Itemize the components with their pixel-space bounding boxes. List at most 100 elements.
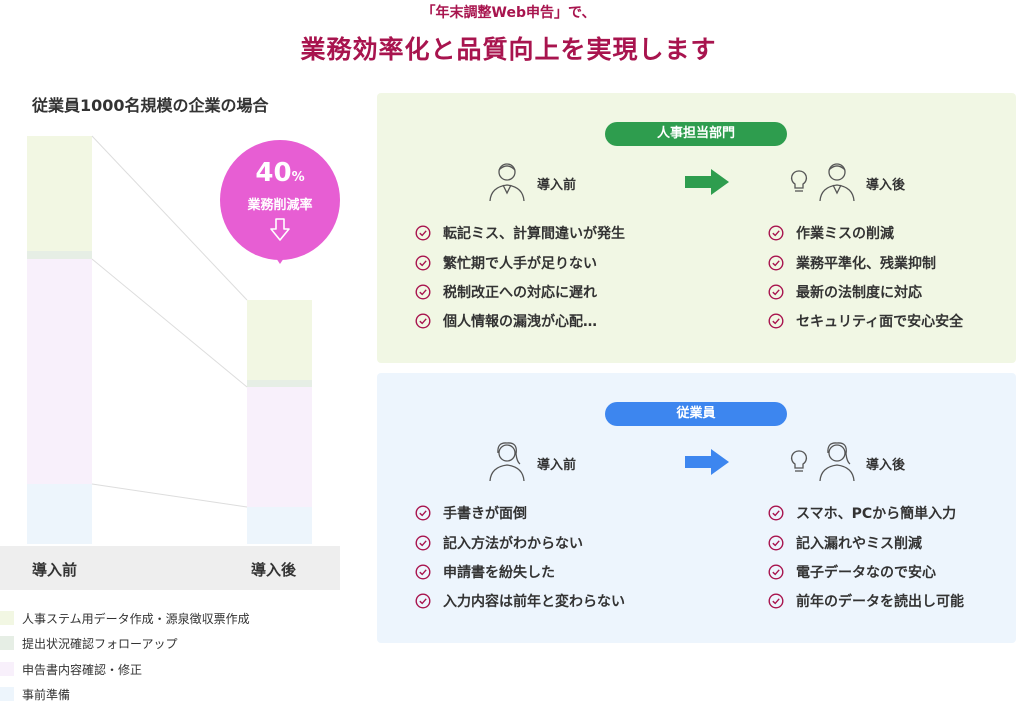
x-axis-band (0, 546, 340, 590)
employee-panel: 従業員 導入前 導入後 手書きが面倒 記入方法がわからない 申請書を紛失した 入… (377, 373, 1016, 643)
reduction-value: 40% (255, 158, 305, 188)
header-subtitle: 「年末調整Web申告」で、 (421, 5, 596, 21)
hr-after-item: 最新の法制度に対応 (768, 283, 922, 301)
bar-segment (27, 484, 92, 544)
item-text: 記入方法がわからない (443, 536, 583, 552)
person-icon (819, 163, 855, 202)
bar-segment (247, 507, 312, 544)
connector-line (91, 258, 248, 388)
legend-swatch (0, 636, 14, 650)
arrow-right-icon (685, 449, 729, 475)
employee-before-item: 記入方法がわからない (415, 534, 583, 552)
legend-item: 申告書内容確認・修正 (0, 662, 143, 677)
employee-before-item: 入力内容は前年と変わらない (415, 592, 625, 610)
employee-after-item: 電子データなので安心 (768, 563, 936, 581)
employee-after-item: 記入漏れやミス削減 (768, 534, 922, 552)
hr-before-item: 繁忙期で人手が足りない (415, 254, 597, 272)
page-title: 業務効率化と品質向上を実現します (300, 35, 717, 64)
hr-panel: 人事担当部門 導入前 導入後 転記ミス、計算間違いが発生 繁忙期で人手が足りない… (377, 93, 1016, 363)
employee-after-item: スマホ、PCから簡単入力 (768, 504, 956, 522)
check-circle-icon (415, 535, 431, 551)
bar-chart (27, 135, 312, 544)
chart-title: 従業員1000名規模の企業の場合 (32, 96, 269, 115)
check-circle-icon (415, 593, 431, 609)
legend-item: 提出状況確認フォローアップ (0, 636, 178, 651)
item-text: 手書きが面倒 (443, 506, 527, 522)
arrow-right-icon (685, 169, 729, 195)
hr-before-item: 転記ミス、計算間違いが発生 (415, 224, 625, 242)
check-circle-icon (768, 313, 784, 329)
bar-segment (247, 300, 312, 380)
hr-after-item: セキュリティ面で安心安全 (768, 312, 963, 330)
bar-segment (247, 380, 312, 387)
x-label-after: 導入後 (251, 561, 297, 579)
employee-after-label: 導入後 (866, 458, 906, 473)
check-circle-icon (415, 225, 431, 241)
bar-segment (27, 136, 92, 251)
item-text: セキュリティ面で安心安全 (796, 314, 964, 330)
item-text: 最新の法制度に対応 (796, 285, 922, 301)
lightbulb-icon (791, 170, 807, 192)
check-circle-icon (768, 564, 784, 580)
employee-before-label: 導入前 (537, 458, 577, 473)
person-icon (489, 163, 525, 202)
item-text: 個人情報の漏洩が心配… (443, 314, 597, 330)
connector-line (91, 483, 248, 508)
hr-before-item: 個人情報の漏洩が心配… (415, 312, 597, 330)
hr-after-item: 業務平準化、残業抑制 (768, 254, 936, 272)
legend-label: 事前準備 (22, 687, 71, 701)
check-circle-icon (415, 255, 431, 271)
employee-before-item: 手書きが面倒 (415, 504, 527, 522)
employee-before-item: 申請書を紛失した (415, 563, 555, 581)
item-text: 税制改正への対応に遅れ (443, 285, 597, 301)
check-circle-icon (768, 255, 784, 271)
hr-after-label: 導入後 (866, 178, 906, 193)
item-text: 繁忙期で人手が足りない (443, 256, 597, 272)
item-text: 申請書を紛失した (443, 565, 555, 581)
legend-item: 事前準備 (0, 687, 70, 701)
item-text: 業務平準化、残業抑制 (796, 256, 936, 272)
person-icon (819, 442, 855, 482)
lightbulb-icon (791, 450, 807, 472)
item-text: 前年のデータを読出し可能 (796, 594, 964, 610)
reduction-bubble: 40% 業務削減率 (220, 140, 340, 260)
legend-swatch (0, 662, 14, 676)
check-circle-icon (415, 564, 431, 580)
legend-label: 提出状況確認フォローアップ (22, 636, 178, 651)
check-circle-icon (415, 313, 431, 329)
check-circle-icon (768, 535, 784, 551)
employee-title-pill: 従業員 (605, 402, 787, 426)
bar-segment (27, 259, 92, 484)
hr-after-item: 作業ミスの削減 (768, 224, 894, 242)
bar-chart-marks (27, 135, 312, 544)
hr-title-pill: 人事担当部門 (605, 122, 787, 146)
check-circle-icon (768, 505, 784, 521)
check-circle-icon (415, 505, 431, 521)
reduction-unit: % (291, 170, 305, 185)
item-text: 電子データなので安心 (796, 565, 936, 581)
check-circle-icon (768, 225, 784, 241)
bubble-tail (272, 252, 288, 264)
employee-after-item: 前年のデータを読出し可能 (768, 592, 964, 610)
bar-segment (247, 387, 312, 507)
item-text: 記入漏れやミス削減 (796, 536, 922, 552)
item-text: 作業ミスの削減 (796, 226, 894, 242)
legend-swatch (0, 611, 14, 625)
reduction-label: 業務削減率 (247, 198, 313, 213)
check-circle-icon (768, 284, 784, 300)
check-circle-icon (415, 284, 431, 300)
legend-label: 申告書内容確認・修正 (22, 662, 143, 677)
arrow-down-icon (270, 218, 290, 241)
x-label-before: 導入前 (32, 561, 78, 579)
legend-swatch (0, 687, 14, 701)
check-circle-icon (768, 593, 784, 609)
item-text: 入力内容は前年と変わらない (443, 594, 625, 610)
legend-item: 人事ステム用データ作成・源泉徴収票作成 (0, 611, 250, 626)
item-text: 転記ミス、計算間違いが発生 (443, 226, 625, 242)
bar-segment (27, 251, 92, 259)
legend-label: 人事ステム用データ作成・源泉徴収票作成 (22, 611, 250, 626)
connector-line (91, 135, 248, 301)
person-icon (489, 442, 525, 482)
hr-before-item: 税制改正への対応に遅れ (415, 283, 597, 301)
item-text: スマホ、PCから簡単入力 (796, 506, 957, 522)
